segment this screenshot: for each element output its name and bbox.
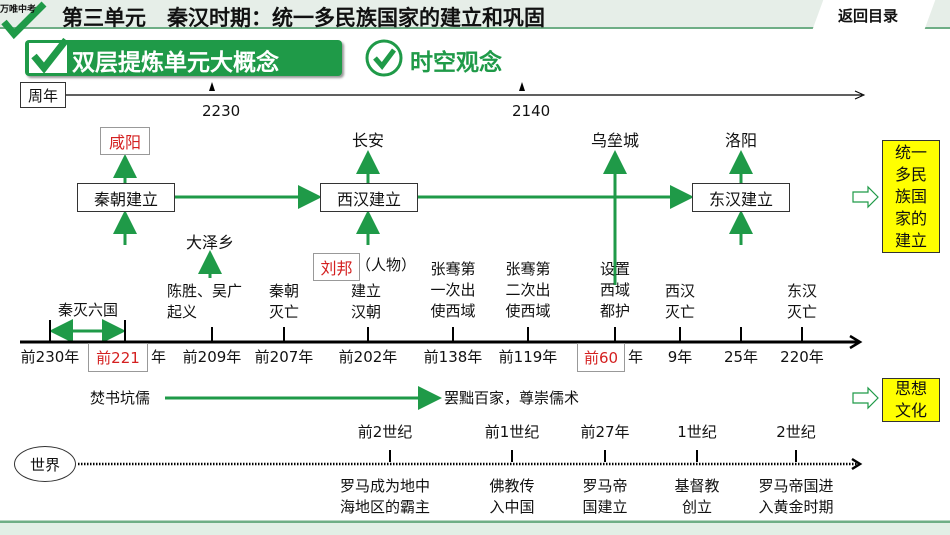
year-label: 220年	[780, 348, 824, 366]
anniversary-mark: 2230	[202, 102, 241, 120]
section-main-label	[25, 40, 342, 76]
world-time: 前2世纪	[357, 423, 413, 441]
year-label: 25年	[723, 348, 759, 366]
anniversary-label: 周年	[20, 82, 66, 108]
year-label-highlight: 前60	[577, 343, 625, 372]
event-label: 秦朝 灭亡	[268, 282, 300, 321]
green-arrows	[49, 150, 753, 410]
world-label: 世界	[14, 446, 76, 482]
year-label: 年	[151, 348, 167, 366]
anniversary-axis	[66, 82, 866, 100]
event-label: 秦灭六国	[57, 301, 119, 319]
year-label: 前202年	[338, 348, 398, 366]
logo: 万唯中考	[0, 0, 50, 40]
anniversary-mark: 2140	[512, 102, 551, 120]
thought-from: 焚书坑儒	[90, 389, 151, 407]
year-label: 前209年	[182, 348, 242, 366]
person-note: （人物）	[356, 256, 417, 274]
world-time: 前1世纪	[484, 423, 540, 441]
dynasty-qin: 秦朝建立	[77, 183, 175, 212]
world-event: 基督教 创立	[674, 477, 720, 516]
person-liubang: 刘邦	[313, 253, 360, 281]
summary-culture: 思想 文化	[882, 378, 940, 422]
event-label: 设置 西域 都护	[599, 260, 631, 320]
page-title: 第三单元 秦汉时期：统一多民族国家的建立和巩固	[62, 6, 545, 30]
summary-unity: 统一 多民 族国 家的 建立	[882, 140, 940, 253]
year-label: 前230年	[20, 348, 80, 366]
year-label: 前207年	[254, 348, 314, 366]
event-label: 西汉 灭亡	[664, 282, 696, 321]
dynasty-donghan: 东汉建立	[692, 183, 790, 212]
check-icon	[26, 36, 72, 80]
world-timeline	[78, 450, 863, 471]
world-event: 佛教传 入中国	[489, 477, 535, 516]
event-label: 陈胜、吴广 起义	[167, 282, 243, 321]
main-timeline	[20, 320, 863, 350]
section-sub-label: 时空观念	[410, 50, 502, 76]
thought-to: 罢黜百家，尊崇儒术	[444, 389, 580, 407]
place-dazexiang: 大泽乡	[185, 233, 235, 252]
year-label: 前138年	[423, 348, 483, 366]
year-label-highlight: 前221	[88, 343, 148, 372]
world-time: 1世纪	[677, 423, 717, 441]
world-event: 罗马成为地中 海地区的霸主	[339, 477, 431, 516]
world-time: 前27年	[580, 423, 630, 441]
world-time: 2世纪	[776, 423, 816, 441]
capital-wuleicheng: 乌垒城	[590, 131, 640, 150]
hollow-arrow-icon	[852, 185, 879, 410]
capital-luoyang: 洛阳	[724, 131, 758, 150]
event-label: 张骞第 一次出 使西域	[430, 260, 476, 320]
event-label: 建立 汉朝	[350, 282, 382, 321]
event-label: 东汉 灭亡	[786, 282, 818, 321]
year-label: 9年	[667, 348, 693, 366]
back-button-label[interactable]: 返回目录	[838, 7, 899, 25]
world-event: 罗马帝 国建立	[582, 477, 628, 516]
world-event: 罗马帝国进 入黄金时期	[758, 477, 834, 516]
year-label: 年	[628, 348, 644, 366]
capital-changan: 长安	[351, 131, 385, 150]
check-circle-icon	[364, 38, 404, 82]
dynasty-xihan: 西汉建立	[320, 183, 418, 212]
year-label: 前119年	[498, 348, 558, 366]
event-label: 张骞第 二次出 使西域	[505, 260, 551, 320]
capital-xianyang: 咸阳	[100, 127, 150, 155]
header-bar	[0, 0, 950, 29]
